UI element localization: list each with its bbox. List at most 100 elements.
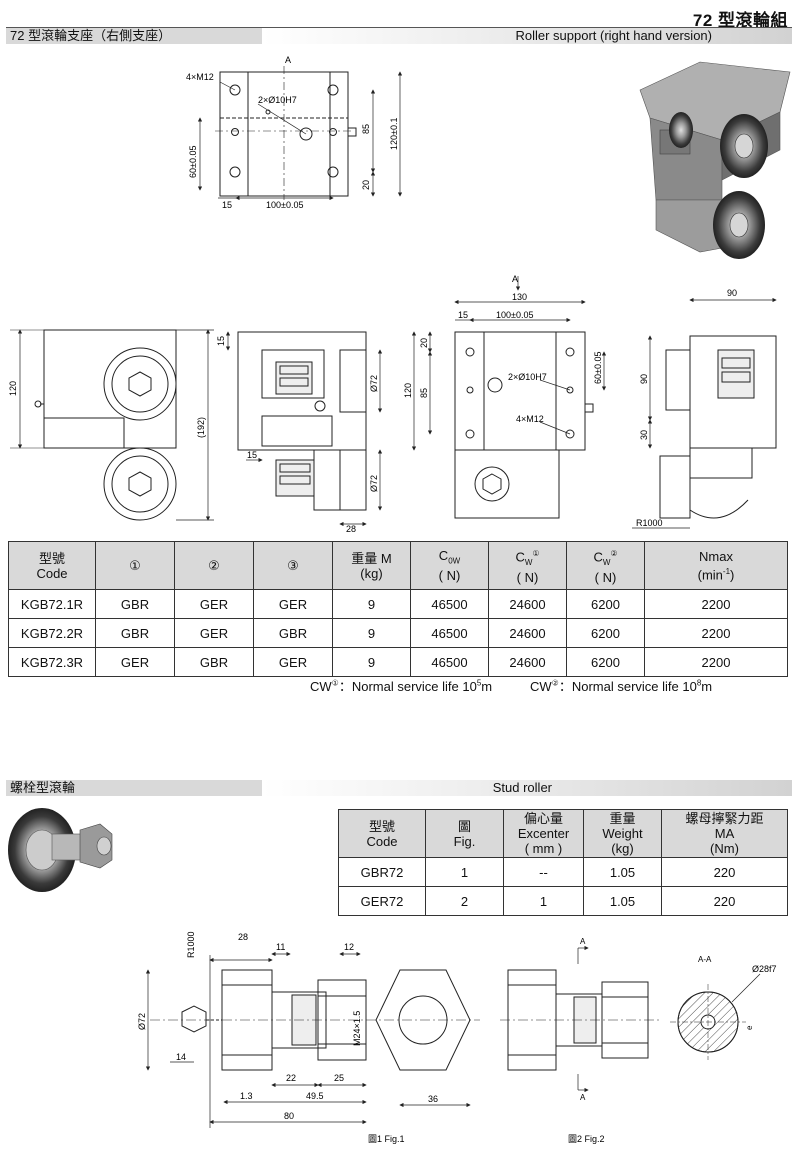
th2-ma-en: MA bbox=[714, 826, 735, 841]
dim-14: 14 bbox=[176, 1052, 186, 1062]
table-row: KGB72.3R GER GBR GER 9 46500 24600 6200 … bbox=[8, 647, 788, 677]
dim-85b: 85 bbox=[419, 388, 429, 398]
dim-m24: M24×1.5 bbox=[352, 1011, 362, 1046]
cell-cw2: 6200 bbox=[566, 647, 645, 677]
th-nmax-unit: (min bbox=[697, 567, 723, 583]
th-nmax-close: ) bbox=[730, 567, 735, 583]
th2-code-en: Code bbox=[366, 833, 398, 849]
dim-d72b: Ø72 bbox=[369, 475, 379, 492]
th-cw2: CW②( N) bbox=[566, 541, 645, 590]
cell-c2: GER bbox=[174, 618, 254, 648]
cell-code: KGB72.3R bbox=[8, 647, 96, 677]
th-c0w-sub: 0W bbox=[448, 556, 461, 566]
cell-cw1: 24600 bbox=[488, 647, 567, 677]
dim-28-b: 28 bbox=[238, 932, 248, 942]
cell-excenter: -- bbox=[503, 857, 584, 887]
cell-cw2: 6200 bbox=[566, 589, 645, 619]
fig1-dims bbox=[145, 951, 471, 1128]
note1-exp: 5 bbox=[476, 678, 482, 688]
dim-30: 30 bbox=[639, 430, 649, 440]
th-nmax-label: Nmax bbox=[699, 548, 733, 564]
th-weight-zh: 重量 M bbox=[351, 550, 392, 566]
dim-120b: 120 bbox=[403, 383, 413, 398]
section2-title-band-en: Stud roller bbox=[262, 780, 792, 796]
note1-sup: ① bbox=[331, 678, 339, 688]
th2-wt-unit: (kg) bbox=[611, 841, 634, 856]
service-life-note-1: CW①：Normal service life 105m bbox=[310, 676, 492, 695]
label-A2: A bbox=[512, 274, 518, 284]
label-section-a-top: A bbox=[580, 937, 586, 946]
label-pin-top: 2×Ø10H7 bbox=[258, 95, 297, 105]
stud-roller-render bbox=[8, 808, 113, 892]
dim-130: 130 bbox=[512, 292, 527, 302]
page-title: 72 型滾輪組 bbox=[692, 11, 788, 30]
th-cw2-sup: ② bbox=[610, 549, 618, 559]
dim-100b: 100±0.05 bbox=[496, 310, 533, 320]
cell-c2: GER bbox=[174, 589, 254, 619]
cell-c0w: 46500 bbox=[410, 647, 489, 677]
dim-85: 85 bbox=[361, 124, 371, 134]
dim-12: 12 bbox=[344, 942, 354, 952]
label-aa: A-A bbox=[698, 955, 712, 964]
dim-192: (192) bbox=[196, 417, 206, 438]
cell-nmax: 2200 bbox=[644, 647, 788, 677]
dim-90a: 90 bbox=[727, 288, 737, 298]
dim-36: 36 bbox=[428, 1094, 438, 1104]
dim-20b: 20 bbox=[419, 338, 429, 348]
dim-d72-b: Ø72 bbox=[137, 1013, 147, 1030]
cell-c1: GBR bbox=[95, 618, 175, 648]
note2-exp: 8 bbox=[696, 678, 702, 688]
th-c0w-c: C bbox=[438, 547, 449, 563]
cell-ma: 220 bbox=[661, 857, 788, 887]
table-row: KGB72.1R GBR GER GER 9 46500 24600 6200 … bbox=[8, 589, 788, 619]
th-c2: ② bbox=[174, 541, 254, 590]
side-view-left bbox=[10, 329, 177, 521]
th-weight: 重量 M(kg) bbox=[332, 541, 411, 590]
dim-15: 15 bbox=[222, 200, 232, 210]
note2-unit: m bbox=[701, 679, 713, 694]
dim-15a: 15 bbox=[216, 336, 226, 346]
dim-120: 120±0.1 bbox=[389, 118, 399, 150]
cell-fig: 1 bbox=[425, 857, 504, 887]
th2-fig-zh: 圖 bbox=[457, 818, 471, 834]
dim-11: 11 bbox=[276, 942, 285, 952]
dim-22: 22 bbox=[286, 1073, 296, 1083]
section2-title-band: 螺栓型滾輪 bbox=[6, 780, 262, 796]
front-view-dims bbox=[411, 276, 607, 451]
th2-exc-unit: ( mm ) bbox=[524, 841, 563, 856]
fig1-drawing bbox=[150, 969, 480, 1071]
right-side-view-dims bbox=[632, 297, 777, 529]
th-cw2-sub: W bbox=[602, 557, 611, 567]
cell-c3: GER bbox=[253, 647, 333, 677]
section-view-dims bbox=[225, 331, 383, 527]
cell-cw2: 6200 bbox=[566, 618, 645, 648]
th-nmax: Nmax(min-1) bbox=[644, 541, 788, 590]
top-view-plate bbox=[215, 66, 357, 200]
section2-title-zh: 螺栓型滾輪 bbox=[10, 780, 76, 795]
note2-pre: CW bbox=[530, 679, 552, 694]
service-life-note-2: CW②：Normal service life 108m bbox=[530, 676, 712, 695]
dim-100: 100±0.05 bbox=[266, 200, 303, 210]
th-cw1-sup: ① bbox=[532, 549, 540, 559]
dim-d28f7: Ø28f7 bbox=[752, 964, 777, 974]
cell-cw1: 24600 bbox=[488, 618, 567, 648]
label-A-top: A bbox=[285, 55, 291, 65]
note1-unit: m bbox=[481, 679, 493, 694]
table-row: GER72 2 1 1.05 220 bbox=[338, 886, 788, 916]
section1-title-band: 72 型滾輪支座（右側支座） bbox=[6, 28, 262, 44]
th2-fig-en: Fig. bbox=[453, 833, 476, 849]
th-code-en: Code bbox=[36, 565, 68, 581]
dim-80: 80 bbox=[284, 1111, 294, 1121]
label-e: e bbox=[745, 1025, 754, 1030]
cell-c0w: 46500 bbox=[410, 618, 489, 648]
cell-nmax: 2200 bbox=[644, 618, 788, 648]
cell-c3: GBR bbox=[253, 618, 333, 648]
th2-exc-en: Excenter bbox=[517, 826, 570, 841]
section1-title-en: Roller support (right hand version) bbox=[515, 28, 712, 43]
